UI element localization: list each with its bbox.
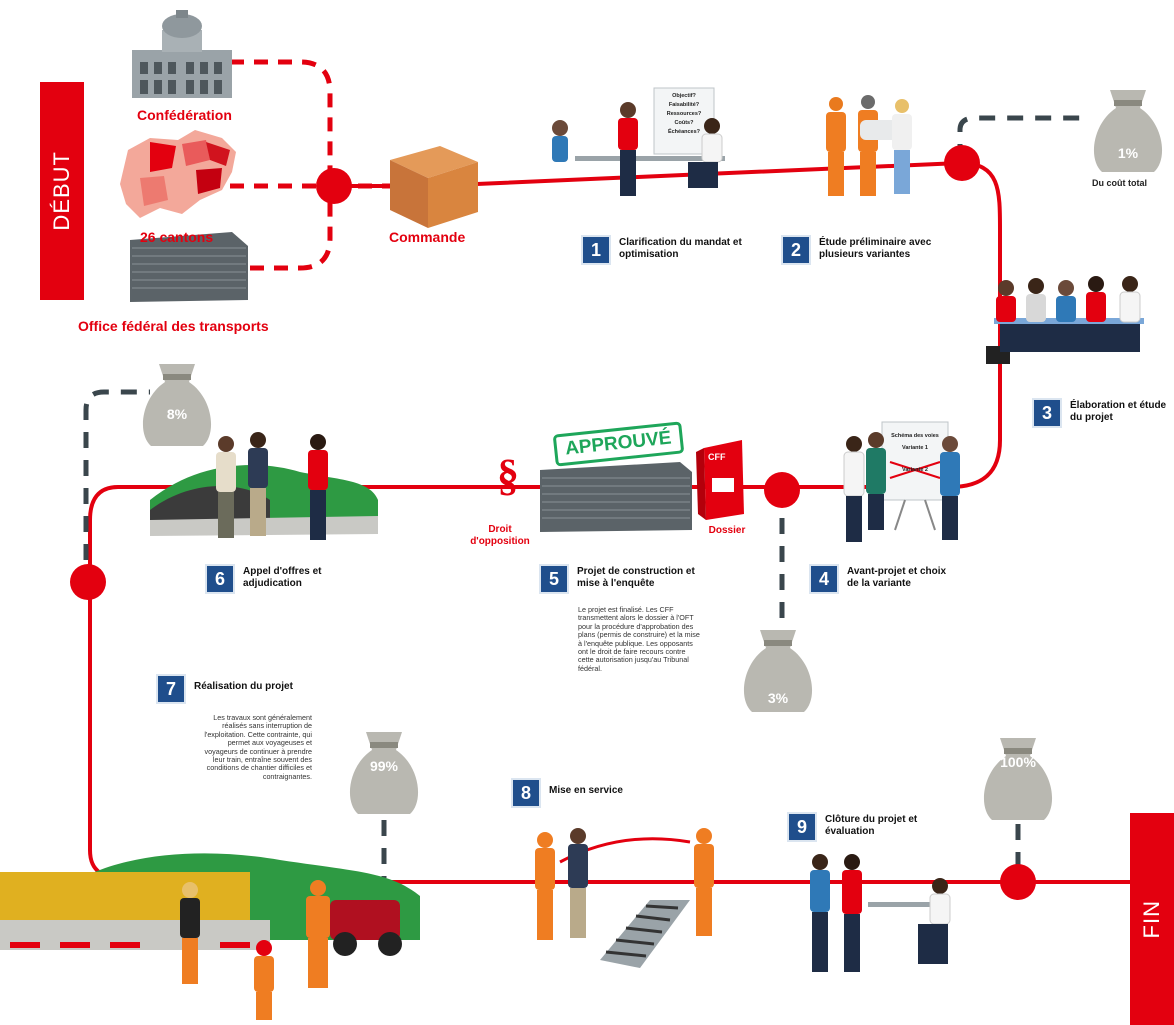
start-tab: DÉBUT — [40, 82, 84, 300]
step1-meeting-illustration — [552, 87, 725, 196]
step8-inauguration-illustration — [535, 828, 714, 968]
node-step2 — [944, 145, 980, 181]
node-step9 — [1000, 864, 1036, 900]
parcel-box-illustration — [390, 146, 478, 228]
money-bags — [142, 90, 1163, 820]
step-number: 7 — [156, 674, 186, 704]
cost-bag-100-pct: 100% — [1000, 754, 1036, 770]
actor-connector-oft — [250, 186, 333, 271]
board1-line: Coûts? — [674, 120, 694, 126]
node-step4 — [764, 472, 800, 508]
swiss-cantons-map — [120, 130, 236, 218]
commande-label: Commande — [389, 229, 466, 245]
board1-line: Faisabilité? — [668, 102, 700, 108]
step4-board-illustration — [843, 421, 960, 542]
step-title: Appel d'offres et adjudication — [243, 566, 322, 589]
board4-title: Schéma des voies — [891, 433, 939, 439]
cost-bag-1-caption: Du coût total — [1092, 178, 1147, 188]
cost-bag-3-pct: 3% — [767, 690, 789, 706]
board4-variant: Variante 1 — [902, 445, 928, 451]
step-number: 5 — [539, 564, 569, 594]
cost-bag-8-pct: 8% — [166, 406, 188, 422]
actor-label-oft: Office fédéral des transports — [78, 318, 269, 334]
step-6: 6 Appel d'offres et adjudication — [205, 564, 355, 594]
oft-building-illustration — [130, 232, 248, 302]
cff-dossier-binder — [696, 440, 744, 520]
step-number: 9 — [787, 812, 817, 842]
step-7: 7 Réalisation du projet — [156, 674, 346, 704]
step-title: Clarification du mandat et optimisation — [619, 237, 742, 260]
opposition-right-label: Droit d'opposition — [470, 524, 530, 547]
step1-whiteboard-text: Objectif? Faisabilité? Ressources? Coûts… — [656, 92, 712, 137]
oft-building-step5-illustration — [540, 462, 692, 532]
step-4: 4 Avant-projet et choix de la variante — [809, 564, 959, 594]
step-number: 1 — [581, 235, 611, 265]
board4-variant: Variante 2 — [902, 467, 928, 473]
board1-line: Objectif? — [672, 93, 696, 99]
step7-construction-illustration — [0, 853, 420, 1020]
dossier-label: Dossier — [708, 525, 746, 536]
step-8: 8 Mise en service — [511, 778, 661, 808]
step9-meeting-illustration — [810, 854, 951, 972]
step-title: Étude préliminaire avec plusieurs varian… — [819, 237, 932, 260]
end-tab: FIN — [1130, 813, 1174, 1025]
step-1: 1 Clarification du mandat et optimisatio… — [581, 235, 751, 265]
step-number: 3 — [1032, 398, 1062, 428]
actor-label-confederation: Confédération — [137, 107, 232, 123]
step3-team-illustration — [986, 276, 1144, 364]
federal-palace-illustration — [132, 10, 232, 98]
step7-description: Les travaux sont généralement réalisés s… — [204, 713, 312, 781]
actor-connector-confederation — [230, 59, 333, 186]
cost-connector-1 — [957, 115, 1090, 160]
step-9: 9 Clôture du projet et évaluation — [787, 812, 937, 842]
step-title: Projet de construction et mise à l'enquê… — [577, 566, 695, 589]
step-5: 5 Projet de construction et mise à l'enq… — [539, 564, 709, 594]
step-number: 4 — [809, 564, 839, 594]
step2-workers-illustration — [826, 95, 912, 196]
cff-binder-label: CFF — [708, 452, 726, 462]
board1-line: Ressources? — [666, 111, 702, 117]
step-title: Élaboration et étude du projet — [1070, 400, 1167, 423]
cost-connector-8 — [83, 389, 150, 560]
node-step6 — [70, 564, 106, 600]
step-title: Avant-projet et choix de la variante — [847, 566, 947, 589]
step4-whiteboard-text: Schéma des voies Variante 1 Variante 2 — [884, 430, 946, 476]
node-actors — [316, 168, 352, 204]
step-number: 6 — [205, 564, 235, 594]
paragraph-symbol: § — [497, 451, 519, 500]
step5-description: Le projet est finalisé. Les CFF transmet… — [578, 605, 700, 673]
board1-line: Échéances? — [667, 129, 701, 135]
step6-hill-illustration — [150, 432, 378, 540]
step-3: 3 Élaboration et étude du projet — [1032, 398, 1172, 428]
step-number: 2 — [781, 235, 811, 265]
step-number: 8 — [511, 778, 541, 808]
step-title: Clôture du projet et évaluation — [825, 814, 918, 837]
step-2: 2 Étude préliminaire avec plusieurs vari… — [781, 235, 951, 265]
step-title: Réalisation du projet — [194, 681, 293, 692]
cost-bag-99-pct: 99% — [369, 758, 399, 774]
cost-bag-1-pct: 1% — [1117, 145, 1139, 161]
actor-label-cantons: 26 cantons — [140, 229, 214, 245]
step-title: Mise en service — [549, 785, 623, 796]
